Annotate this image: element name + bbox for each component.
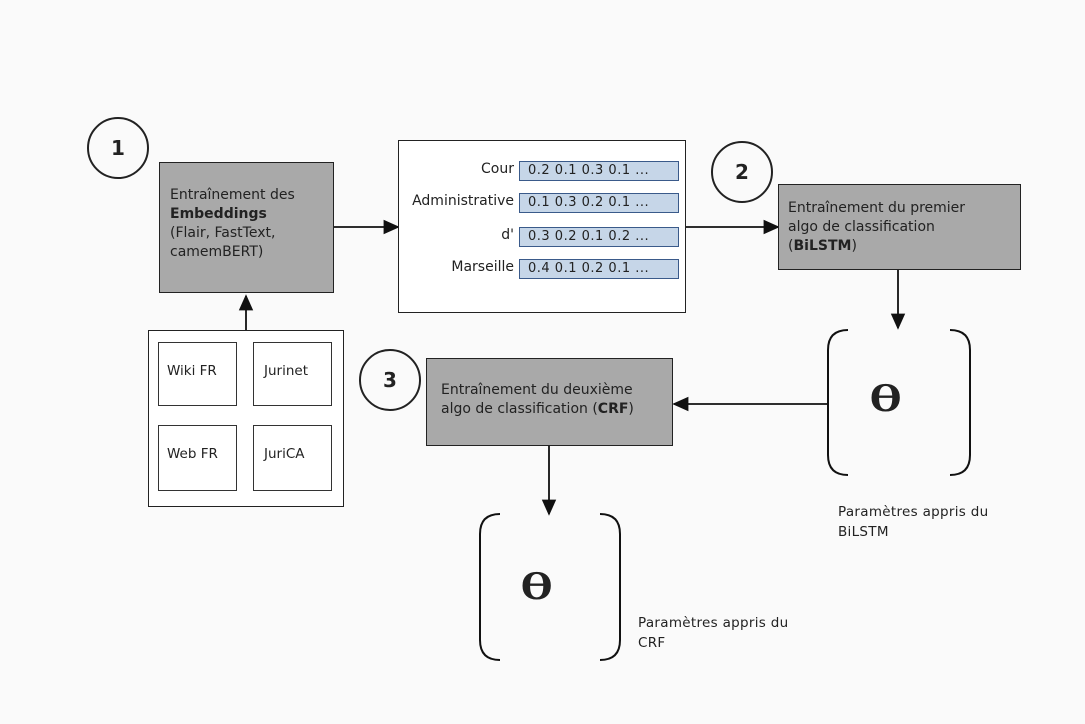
corpus-doc: Wiki FR <box>158 342 237 406</box>
step-2-number: 2 <box>735 160 749 184</box>
bilstm-theta-symbol: ϴ <box>870 378 902 420</box>
vector-values: 0.1 0.3 0.2 0.1 ... <box>519 193 679 213</box>
corpus-label: JuriCA <box>264 446 305 462</box>
vector-word: Marseille <box>451 259 514 275</box>
bilstm-params-caption: Paramètres appris du BiLSTM <box>838 504 989 540</box>
bilstm-params-right-bracket <box>949 329 971 476</box>
vector-word: d' <box>501 227 514 243</box>
bilstm-params-left-bracket <box>827 329 849 476</box>
vector-word: Administrative <box>412 193 514 209</box>
crf-line1: Entraînement du deuxième <box>441 382 633 398</box>
crf-params-left-bracket <box>479 513 501 661</box>
corpus-doc: Jurinet <box>253 342 332 406</box>
embeddings-line1: Entraînement des <box>170 187 295 203</box>
crf-params-caption: Paramètres appris du CRF <box>638 615 789 651</box>
crf-theta-symbol: ϴ <box>521 566 553 608</box>
embeddings-line4: camemBERT) <box>170 244 264 260</box>
step-1-circle: 1 <box>87 117 149 179</box>
bilstm-line2: algo de classification <box>788 219 935 235</box>
corpus-doc: Web FR <box>158 425 237 491</box>
corpus-doc: JuriCA <box>253 425 332 491</box>
crf-params-right-bracket <box>599 513 621 661</box>
step-2-circle: 2 <box>711 141 773 203</box>
corpus-label: Jurinet <box>264 363 308 379</box>
embeddings-line3: (Flair, FastText, <box>170 225 276 241</box>
step-3-circle: 3 <box>359 349 421 411</box>
embeddings-line2: Embeddings <box>170 206 267 222</box>
vector-values: 0.4 0.1 0.2 0.1 ... <box>519 259 679 279</box>
bilstm-training-box: Entraînement du premier algo de classifi… <box>778 184 1021 270</box>
bilstm-line1: Entraînement du premier <box>788 200 966 216</box>
vector-values: 0.2 0.1 0.3 0.1 ... <box>519 161 679 181</box>
step-1-number: 1 <box>111 136 125 160</box>
vector-values: 0.3 0.2 0.1 0.2 ... <box>519 227 679 247</box>
step-3-number: 3 <box>383 368 397 392</box>
crf-line2: algo de classification (CRF) <box>441 401 634 417</box>
embeddings-training-box: Entraînement des Embeddings (Flair, Fast… <box>159 162 334 293</box>
vector-word: Cour <box>481 161 514 177</box>
crf-training-box: Entraînement du deuxième algo de classif… <box>426 358 673 446</box>
corpus-label: Web FR <box>167 446 218 462</box>
corpus-label: Wiki FR <box>167 363 217 379</box>
bilstm-line3: (BiLSTM) <box>788 238 857 254</box>
